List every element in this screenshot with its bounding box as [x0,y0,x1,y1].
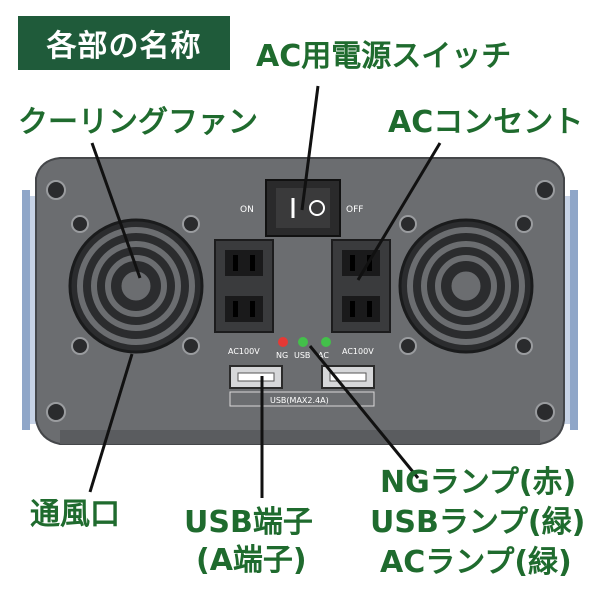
usb-port-label-line2: (A端子) [196,543,307,578]
page-title: 各部の名称 [18,16,230,70]
usb-lamp [298,337,308,347]
ac-switch-label: AC用電源スイッチ [256,39,512,74]
usb-label-box [229,391,375,407]
ac100v-right-label: AC100V [342,347,374,356]
ac100v-left-label: AC100V [228,347,260,356]
usb-max-label: USB(MAX2.4A) [270,396,329,405]
usb-lamp-label: USBランプ(緑) [370,505,586,540]
ac-outlet-label: ACコンセント [388,105,584,140]
panel-bottom-lip [60,430,540,444]
usb-port-label-line1: USB端子 [184,505,313,540]
usb-port-left[interactable] [229,365,283,389]
ng-lamp [278,337,288,347]
ng-lamp-label: NGランプ(赤) [380,465,577,500]
leader-lines [88,85,442,498]
side-fins-right [564,190,578,430]
lamp-usb-label: USB [294,351,310,360]
switch-off-label: OFF [346,205,363,215]
cooling-fan-right [398,218,534,354]
side-fins-left [22,190,36,430]
ac-lamp [321,337,331,347]
ac-outlet-left[interactable] [214,239,274,333]
usb-port-right[interactable] [321,365,375,389]
vent-label: 通風口 [30,497,120,532]
cooling-fan-label: クーリングファン [18,105,258,140]
lamp-ac-label: AC [318,351,329,360]
screws [46,180,555,422]
cooling-fan-left [68,218,204,354]
lamp-ng-label: NG [276,351,288,360]
ac-outlet-right[interactable] [331,239,391,333]
ac-lamp-label: ACランプ(緑) [380,545,572,580]
switch-on-label: ON [240,205,254,215]
